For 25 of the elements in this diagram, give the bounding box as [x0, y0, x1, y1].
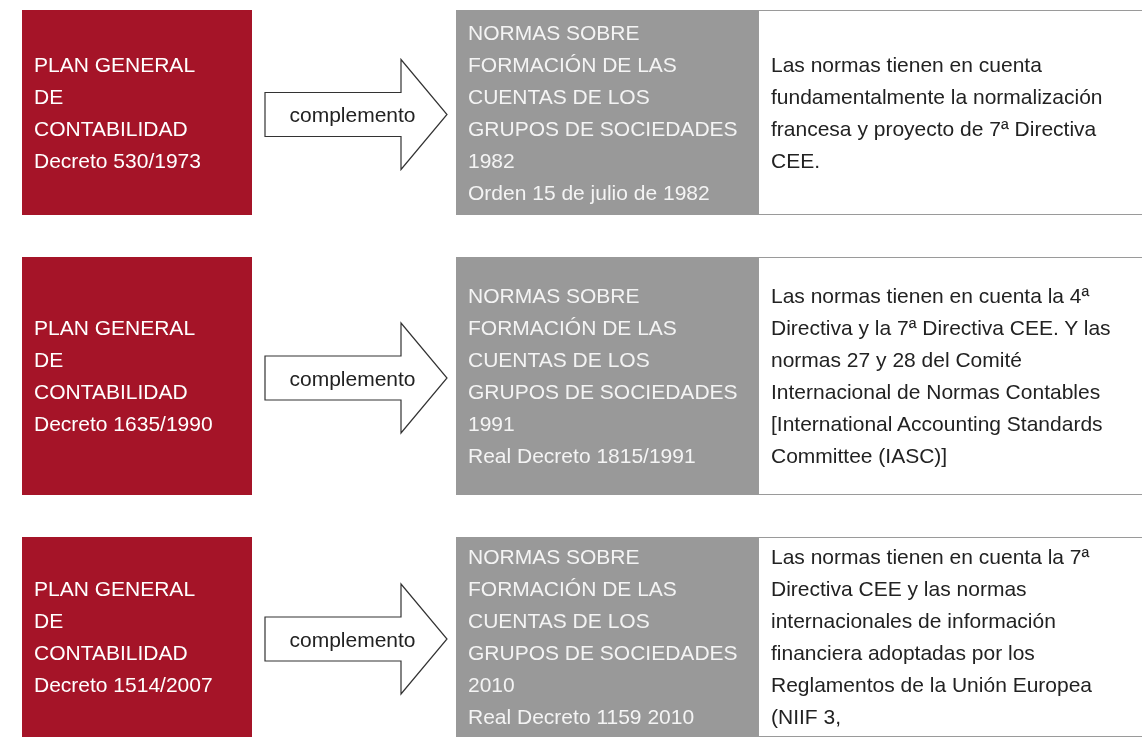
description-box	[758, 10, 1142, 215]
box-subtitle: Real Decreto 1159 2010	[468, 704, 696, 730]
box-subtitle: Orden 15 de julio de 1982	[468, 179, 711, 206]
norms-box	[456, 10, 758, 215]
description-box	[758, 257, 1142, 495]
plan-box	[22, 10, 252, 215]
box-title: NORMAS SOBRE FORMACIÓN DE LAS CUENTAS DE LOS GRUPOS DE SOCIEDADES 1991	[468, 283, 739, 437]
box-subtitle: Decreto 1514/2007	[34, 672, 214, 698]
plan-box	[22, 537, 252, 737]
norms-box	[456, 537, 758, 737]
box-subtitle: Real Decreto 1815/1991	[468, 443, 697, 469]
box-title: PLAN GENERAL DE CONTABILIDAD	[34, 576, 196, 666]
box-title: NORMAS SOBRE FORMACIÓN DE LAS CUENTAS DE LOS GRUPOS DE SOCIEDADES 1982	[468, 19, 739, 174]
box-title: Las normas tienen en cuenta la 7ª Directiva CEE y las normas internacionales de información financiera adoptadas por los Reglamentos de la Unión Europea (NIIF 3,	[771, 544, 1094, 730]
box-title: Las normas tienen en cuenta la 4ª Directiva y la 7ª Directiva CEE. Y las normas 27 y 28 del Comité Internacional de Normas Contables [International Accounting Standards Committee (IASC)]	[771, 283, 1112, 469]
box-title: PLAN GENERAL DE CONTABILIDAD	[34, 51, 196, 142]
box-subtitle: Decreto 1635/1990	[34, 411, 214, 437]
box-title: Las normas tienen en cuenta fundamentalmente la normalización francesa y proyecto de 7ª Directiva CEE.	[771, 51, 1104, 174]
plan-box	[22, 257, 252, 495]
edge-label: complemento	[289, 104, 416, 125]
box-subtitle: Decreto 530/1973	[34, 147, 202, 174]
description-box	[758, 537, 1142, 737]
box-title: PLAN GENERAL DE CONTABILIDAD	[34, 315, 196, 405]
box-title: NORMAS SOBRE FORMACIÓN DE LAS CUENTAS DE LOS GRUPOS DE SOCIEDADES 2010	[468, 544, 739, 698]
norms-box	[456, 257, 758, 495]
